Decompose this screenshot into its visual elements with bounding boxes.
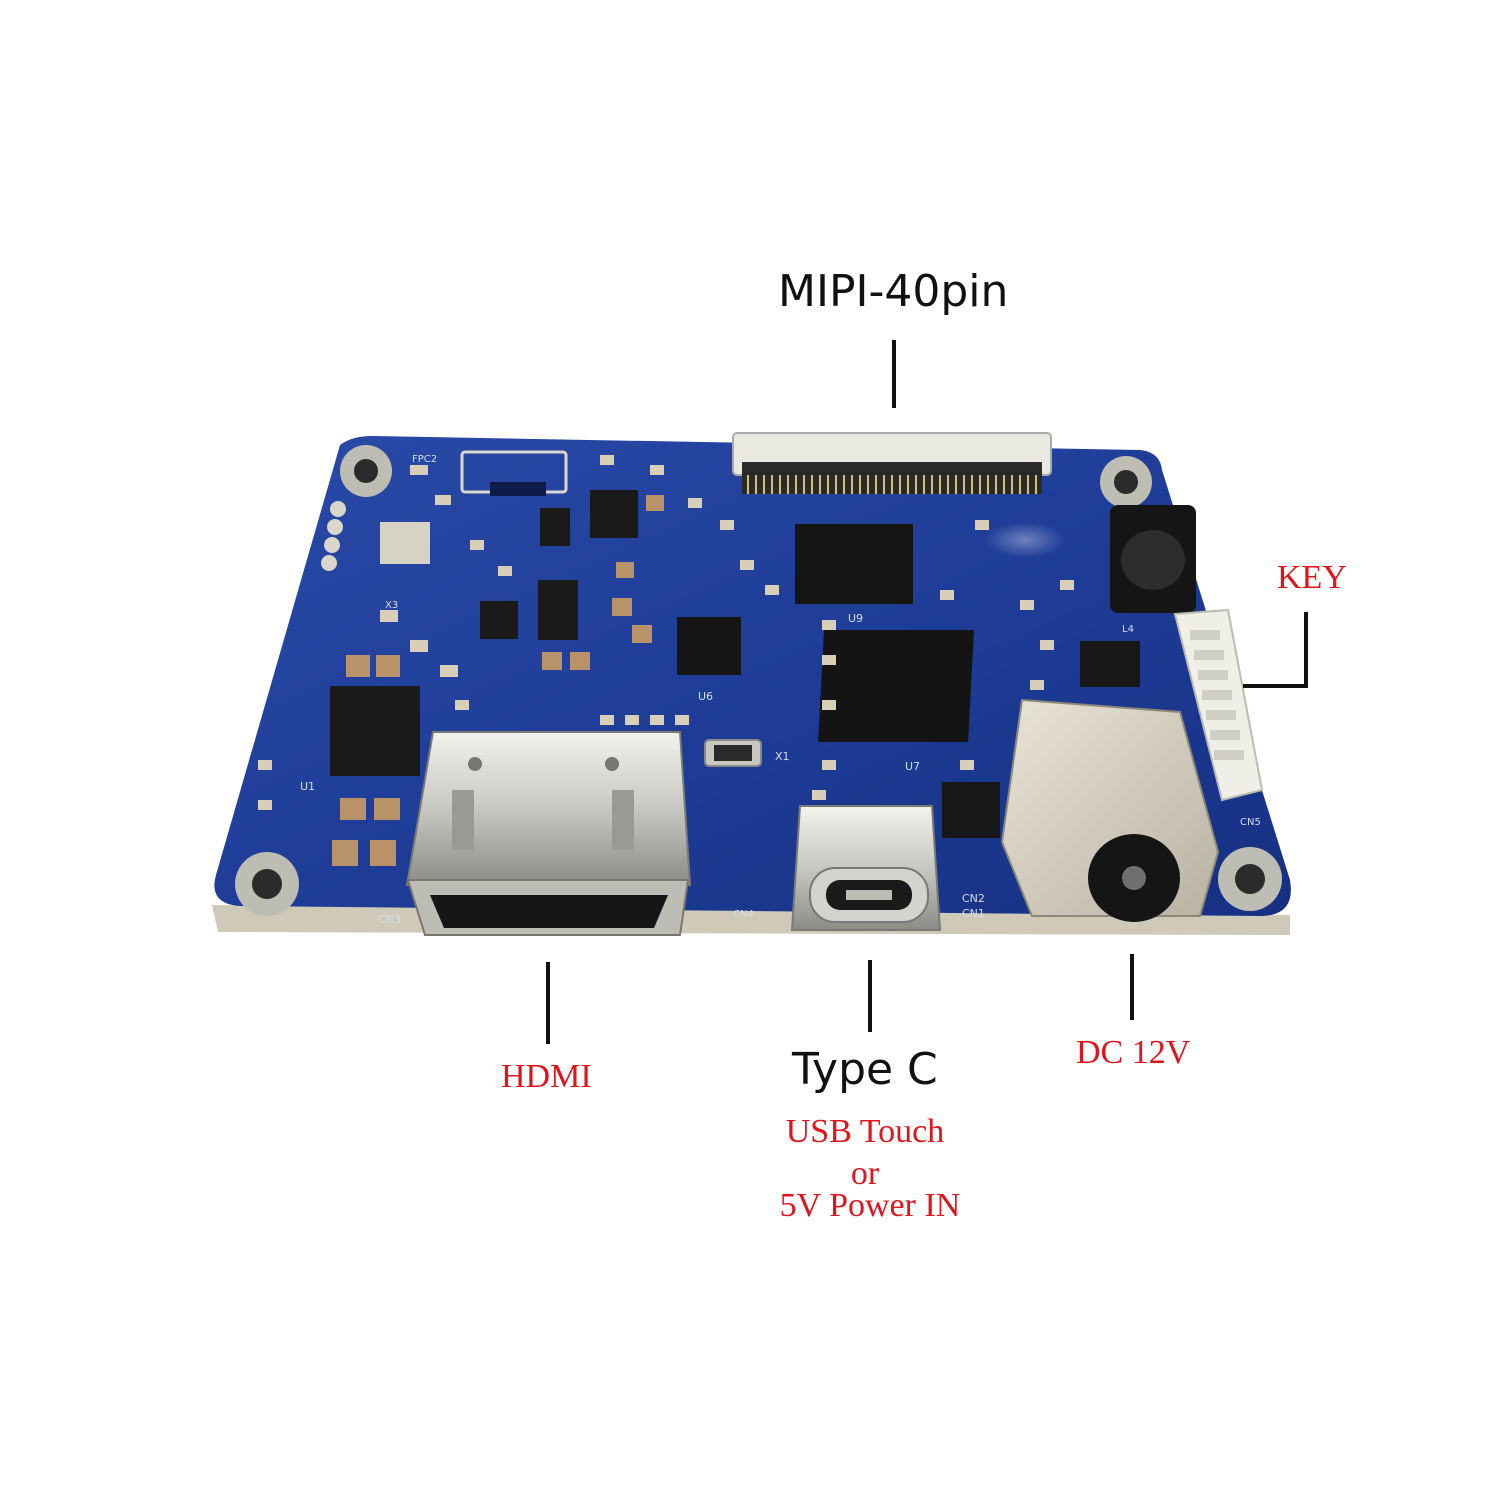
label-usb-touch: USB Touch: [785, 1113, 945, 1150]
capacitors: [332, 495, 664, 866]
ic-small-7: [380, 522, 430, 564]
key-header-connector: [1173, 608, 1264, 802]
fpc2-connector: [460, 450, 568, 496]
label-key: KEY: [1277, 559, 1347, 596]
usb-type-c-port: [790, 805, 942, 931]
mounting-hole-tl: [340, 445, 392, 497]
ic-small-3: [538, 580, 578, 640]
mounting-hole-bl: [235, 852, 299, 916]
label-or: or: [850, 1155, 880, 1192]
ic-small-1: [1080, 641, 1140, 687]
label-5v-power-in: 5V Power IN: [779, 1187, 961, 1224]
silk-cn3: CN3: [378, 913, 401, 926]
ic-small-6: [540, 508, 570, 546]
silk-cn2: CN2: [962, 892, 985, 905]
key-leader-horizontal: [1243, 684, 1308, 688]
label-type-c: Type C: [792, 1044, 938, 1095]
hdmi-port: [405, 731, 692, 936]
label-mipi-40pin: MIPI-40pin: [778, 266, 1009, 317]
passive-components: [258, 455, 1074, 810]
silk-u9: U9: [848, 612, 863, 625]
ic-u6: [677, 617, 741, 675]
ic-u7: [818, 630, 974, 742]
silk-u7: U7: [905, 760, 920, 773]
silk-l4: L4: [1122, 624, 1134, 635]
test-pads: [321, 501, 346, 571]
silk-x3: X3: [385, 600, 398, 611]
ic-u9: [795, 524, 913, 604]
typec-leader-line: [868, 960, 872, 1032]
ic-u1: [330, 686, 420, 776]
ic-small-4: [590, 490, 638, 538]
dc-leader-line: [1130, 954, 1134, 1020]
mounting-hole-tr: [1100, 456, 1152, 508]
label-dc-12v: DC 12V: [1076, 1034, 1191, 1071]
dc-jack: [1000, 698, 1220, 922]
silk-x1: X1: [775, 750, 790, 763]
inductor-l4: [1110, 505, 1196, 613]
silk-cn1: CN1: [962, 907, 985, 920]
silk-cn4: CN4: [733, 909, 754, 920]
silk-cn5: CN5: [1240, 817, 1261, 828]
hdmi-leader-line: [546, 962, 550, 1044]
silk-u1: U1: [300, 780, 315, 793]
silk-u6: U6: [698, 690, 713, 703]
mounting-hole-br: [1218, 847, 1282, 911]
label-hdmi: HDMI: [501, 1058, 592, 1095]
crystal-x1-inner: [714, 745, 752, 761]
silk-fpc2: FPC2: [412, 454, 437, 465]
led-glare: [985, 522, 1065, 558]
key-leader-vertical: [1304, 612, 1308, 688]
ic-small-2: [942, 782, 1000, 838]
ic-small-5: [480, 601, 518, 639]
mipi-leader-line: [892, 340, 896, 408]
mipi-fpc-connector: [732, 432, 1052, 494]
